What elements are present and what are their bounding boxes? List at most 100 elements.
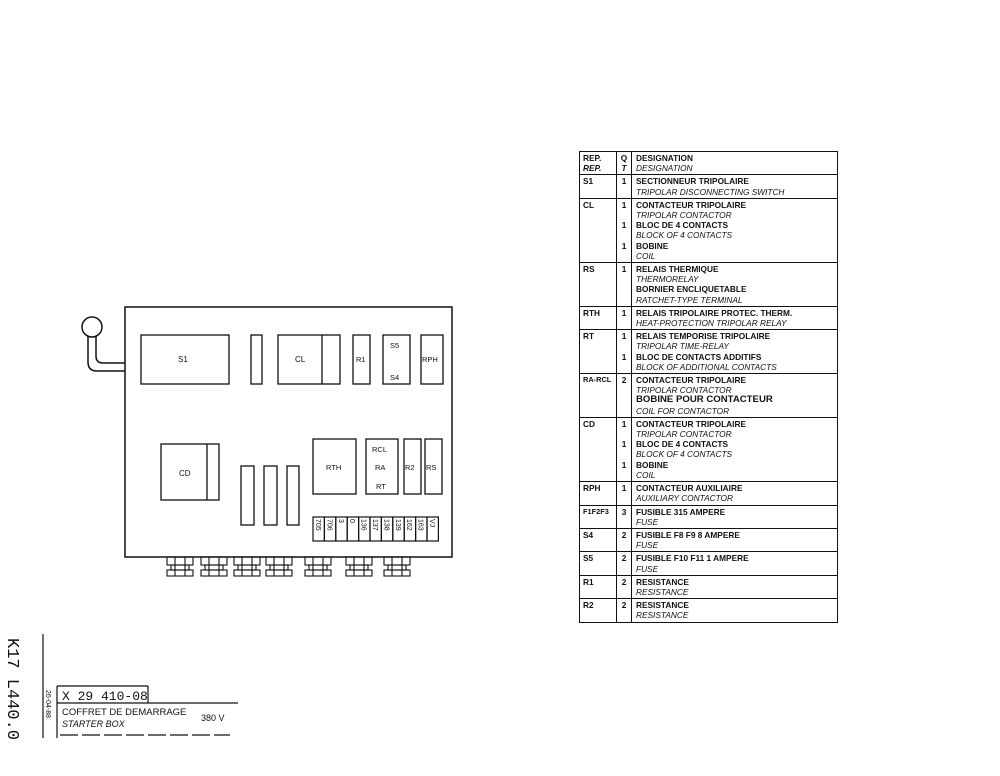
legend-designation-fr: RESISTANCE bbox=[636, 600, 689, 611]
cable-gland bbox=[345, 556, 373, 577]
legend-designation-en: FUSE bbox=[636, 516, 659, 527]
legend-qty-value: 2 bbox=[621, 600, 627, 611]
legend-rep: CL bbox=[579, 198, 617, 264]
header-des-fr: DESIGNATION bbox=[636, 153, 694, 163]
legend-designation-en: FUSE bbox=[636, 540, 659, 551]
component-rcl-ra-rt bbox=[365, 438, 399, 495]
label-r1: R1 bbox=[356, 355, 366, 364]
label-cd: CD bbox=[179, 469, 191, 478]
label-rs: RS bbox=[426, 463, 436, 472]
vertical-drawing-code: K17 L440.0 bbox=[2, 638, 21, 740]
legend-rep: CD bbox=[579, 417, 617, 483]
legend-designation-en: HEAT-PROTECTION TRIPOLAR RELAY bbox=[636, 318, 787, 329]
component-s1 bbox=[140, 334, 230, 385]
label-cl: CL bbox=[295, 355, 306, 364]
fuse-f2 bbox=[263, 465, 278, 526]
legend-qty: 2 bbox=[616, 373, 632, 418]
legend-designation-fr: BLOC DE 4 CONTACTS bbox=[636, 439, 729, 450]
legend-qty-value bbox=[617, 284, 631, 304]
terminal-label: 3 bbox=[337, 519, 344, 523]
legend-designation-en: AUXILIARY CONTACTOR bbox=[636, 493, 733, 504]
component-cl bbox=[277, 334, 341, 385]
legend-qty-value: 2 bbox=[621, 529, 627, 540]
header-des-en: DESIGNATION bbox=[636, 163, 693, 174]
legend-designation-en: RESISTANCE bbox=[636, 586, 689, 597]
legend-qty-value: 1 bbox=[621, 331, 627, 342]
header-rep-fr: REP. bbox=[583, 153, 602, 163]
drawing-date: 26-04-88 bbox=[44, 690, 51, 718]
legend-designation-en: BLOCK OF 4 CONTACTS bbox=[636, 230, 733, 241]
cable-gland bbox=[200, 556, 228, 577]
legend-qty: 1 bbox=[616, 306, 632, 331]
label-r2: R2 bbox=[405, 463, 415, 472]
legend-designation-fr: FUSIBLE F8 F9 8 AMPERE bbox=[636, 529, 740, 540]
legend-qty-value: 1 bbox=[621, 199, 627, 210]
component-rph bbox=[420, 334, 444, 385]
legend-qty-value: 1 bbox=[621, 220, 627, 231]
legend-designation-fr: BOBINE bbox=[636, 240, 669, 251]
terminal-label: 136 bbox=[360, 519, 367, 531]
legend-qty: 2 bbox=[616, 551, 632, 576]
legend-designation-en: BLOCK OF ADDITIONAL CONTACTS bbox=[636, 361, 777, 372]
label-s5: S5 bbox=[390, 341, 399, 350]
component-rth bbox=[312, 438, 357, 495]
legend-designation-en: TRIPOLAR DISCONNECTING SWITCH bbox=[636, 186, 785, 197]
label-s4: S4 bbox=[390, 373, 399, 382]
legend-qty-value: 2 bbox=[621, 553, 627, 564]
terminal-label: 0 bbox=[348, 519, 355, 523]
legend-designation-en: TRIPOLAR CONTACTOR bbox=[636, 385, 732, 396]
legend-designation-en: RATCHET-TYPE TERMINAL bbox=[636, 294, 743, 305]
enclosure-box bbox=[124, 306, 453, 558]
drawing-number: X 29 410-08 bbox=[62, 689, 148, 704]
legend-designation: RELAIS TRIPOLAIRE PROTEC. THERM.HEAT-PRO… bbox=[631, 306, 838, 331]
title-fr: COFFRET DE DEMARRAGE bbox=[62, 707, 186, 718]
switch-handle bbox=[81, 316, 125, 372]
header-t: T bbox=[621, 163, 627, 174]
terminal-label: 139 bbox=[394, 519, 401, 531]
legend-designation-en: BLOCK OF 4 CONTACTS bbox=[636, 449, 733, 460]
legend-rep: RT bbox=[579, 329, 617, 375]
legend-designation-fr: RELAIS THERMIQUE bbox=[636, 264, 719, 275]
label-rth: RTH bbox=[326, 463, 341, 472]
label-ra: RA bbox=[375, 463, 385, 472]
header-q: Q bbox=[620, 153, 628, 163]
legend-designation-fr: CONTACTEUR TRIPOLAIRE bbox=[636, 418, 747, 429]
terminal-label: 138 bbox=[382, 519, 389, 531]
legend-designation-fr: FUSIBLE 315 AMPERE bbox=[636, 506, 726, 517]
label-rcl: RCL bbox=[372, 445, 387, 454]
header-rep-en: REP. bbox=[583, 163, 602, 174]
legend-qty: 3 bbox=[616, 505, 632, 529]
legend-qty-value: 3 bbox=[621, 506, 627, 517]
legend-qty-value: 1 bbox=[621, 418, 627, 429]
legend-designation-fr: RESISTANCE bbox=[636, 576, 689, 587]
terminal-label: 163 bbox=[417, 519, 424, 531]
component-r1 bbox=[352, 334, 371, 385]
legend-qty-value: 1 bbox=[621, 459, 627, 470]
legend-qty-value: 1 bbox=[621, 307, 627, 318]
label-s1: S1 bbox=[178, 355, 188, 364]
legend-designation-fr: BORNIER ENCLIQUETABLE bbox=[636, 284, 747, 295]
legend-designation-fr: CONTACTEUR TRIPOLAIRE bbox=[636, 199, 747, 210]
legend-designation-en: THERMORELAY bbox=[636, 274, 699, 285]
label-rt: RT bbox=[376, 482, 386, 491]
component-s5-s4 bbox=[382, 334, 411, 385]
header-rep: REP.REP. bbox=[579, 151, 617, 176]
legend-qty-value: 1 bbox=[621, 351, 627, 362]
